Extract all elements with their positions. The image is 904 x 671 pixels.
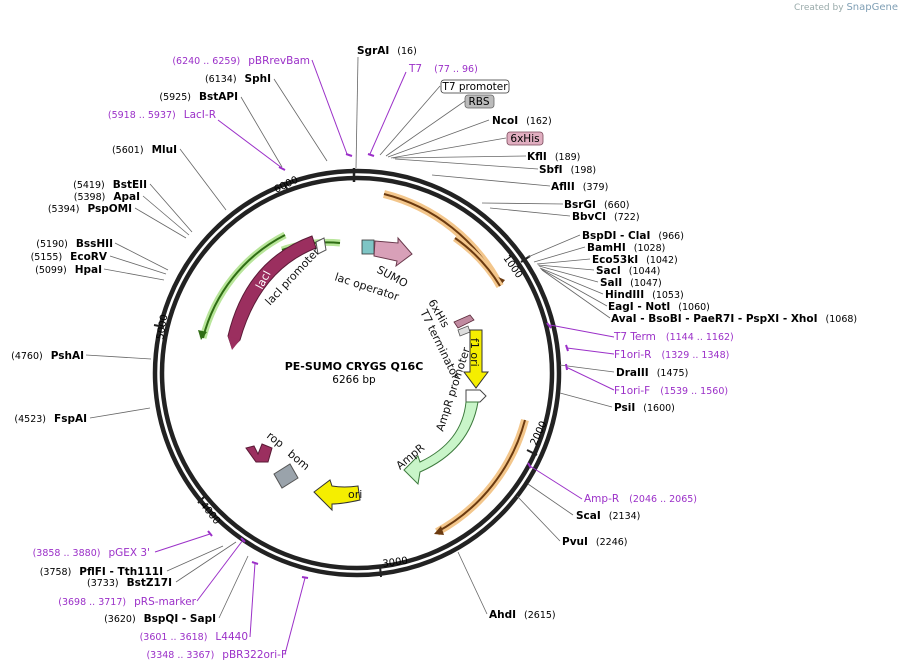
- site-label: (5925)BstAPI: [159, 91, 238, 103]
- site-label: SgrAI(16): [357, 45, 417, 57]
- site-label: SalI(1047): [600, 277, 662, 289]
- primer-label: (5918 .. 5937)LacI-R: [108, 109, 216, 121]
- primer-label: (3348 .. 3367)pBR322ori-F: [146, 649, 287, 661]
- feature-lac-operator: [361, 239, 375, 255]
- feature-ampr: [403, 401, 479, 486]
- site-label: (5190)BssHII: [36, 238, 113, 250]
- site-label: (5398)ApaI: [74, 191, 140, 203]
- primer-label: F1ori-R(1329 .. 1348): [614, 349, 729, 361]
- site-label: KflI(189): [527, 151, 580, 163]
- site-label: HindIII(1053): [605, 289, 684, 301]
- primer-label: (3858 .. 3880)pGEX 3': [33, 547, 150, 559]
- site-label: (4523)FspAI: [14, 413, 87, 425]
- f1-ori-label: f1 ori: [468, 338, 481, 367]
- feature-sumo: [373, 236, 413, 268]
- feature-laci-promoter: [315, 237, 327, 255]
- primer-leads: [154, 59, 615, 655]
- site-label: ScaI(2134): [576, 510, 640, 522]
- leader-lines: [85, 56, 615, 619]
- site-label: NcoI(162): [492, 115, 552, 127]
- site-label: (5601)MluI: [112, 144, 177, 156]
- right-site-labels: SgrAI(16) NcoI(162) KflI(189) SbfI(198) …: [357, 45, 857, 621]
- site-label: Eco53kI(1042): [592, 254, 678, 266]
- site-label: AvaI - BsoBI - PaeR7I - PspXI - XhoI(106…: [611, 313, 857, 325]
- site-label: (6134)SphI: [205, 73, 271, 85]
- snapgene-brand: SnapGene: [846, 2, 898, 13]
- primer-label: T7(77 .. 96): [408, 63, 478, 75]
- outer-orf-arcs: [198, 190, 529, 536]
- feature-rop: [245, 443, 273, 463]
- site-label: (3733)BstZ17I: [87, 577, 172, 589]
- site-label: BspDI - ClaI(966): [582, 230, 684, 242]
- site-label: (5394)PspOMI: [48, 203, 132, 215]
- backbone: [152, 168, 562, 578]
- site-label: EagI - NotI(1060): [608, 301, 710, 313]
- site-label: SbfI(198): [539, 164, 596, 176]
- site-label: PvuI(2246): [562, 536, 628, 548]
- primer-labels: (6240 .. 6259)pBRrevBam T7(77 .. 96) (59…: [33, 55, 734, 661]
- site-label: BbvCI(722): [572, 211, 640, 223]
- primer-label: F1ori-F(1539 .. 1560): [614, 385, 728, 397]
- site-label: DraIII(1475): [616, 367, 688, 379]
- site-label: (4760)PshAI: [11, 350, 84, 362]
- rbs-box: RBS: [469, 96, 490, 108]
- primer-label: (3601 .. 3618)L4440: [140, 631, 248, 643]
- 6xhis-box: 6xHis: [510, 133, 539, 145]
- primer-label: T7 Term(1144 .. 1162): [613, 331, 734, 343]
- primer-label: (3698 .. 3717)pRS-marker: [58, 596, 196, 608]
- boxed-labels: T7 promoter RBS 6xHis: [440, 79, 544, 146]
- feature-ampr-promoter: [465, 389, 487, 403]
- primer-label: Amp-R(2046 .. 2065): [584, 493, 697, 505]
- site-label: (5155)EcoRV: [31, 251, 108, 263]
- plasmid-length: 6266 bp: [332, 374, 376, 386]
- site-label: AhdI(2615): [489, 609, 556, 621]
- feature-laci: [227, 235, 317, 350]
- ori-label: ori: [348, 488, 362, 501]
- site-label: (3758)PflFI - Tth111I: [40, 566, 163, 578]
- feature-6xhis: [453, 314, 475, 329]
- site-label: (5099)HpaI: [35, 264, 102, 276]
- t7-promoter-box: T7 promoter: [441, 81, 508, 93]
- site-label: SacI(1044): [596, 265, 660, 277]
- feature-f1-ori: [463, 329, 489, 389]
- site-label: PsiI(1600): [614, 402, 675, 414]
- snapgene-credit: Created by SnapGene: [794, 2, 898, 13]
- site-label: AflII(379): [551, 181, 608, 193]
- site-label: (5419)BstEII: [73, 179, 147, 191]
- left-site-labels: (6134)SphI (5925)BstAPI (5601)MluI (5419…: [11, 73, 271, 625]
- credit-prefix: Created by: [794, 3, 844, 13]
- tick-3000: 3000: [382, 556, 409, 570]
- site-label: BsrGI(660): [564, 199, 630, 211]
- primer-label: (6240 .. 6259)pBRrevBam: [172, 55, 310, 67]
- site-label: BamHI(1028): [587, 242, 665, 254]
- tick-4000: 4000: [198, 500, 222, 527]
- tick-5000: 5000: [155, 314, 170, 341]
- feature-ori: [313, 479, 361, 512]
- feature-bom: [273, 463, 299, 489]
- site-label: (3620)BspQI - SapI: [104, 613, 216, 625]
- plasmid-name: PE-SUMO CRYGS Q16C: [285, 360, 424, 373]
